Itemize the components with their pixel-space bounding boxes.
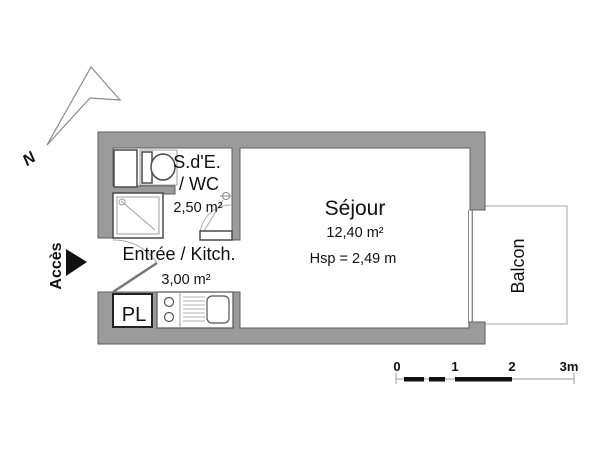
north-arrow-icon	[46, 65, 122, 146]
access-arrow-icon	[66, 249, 87, 276]
bathroom-cabinet	[113, 149, 138, 188]
toilet-bowl	[150, 153, 176, 181]
closet-label: PL	[122, 304, 146, 326]
living-room-label: Séjour	[325, 197, 386, 220]
access-marker: Accès	[48, 242, 87, 290]
scale-dash-1	[404, 377, 424, 382]
access-label: Accès	[48, 242, 65, 289]
bathroom-door	[199, 192, 233, 241]
scale-bar: 0 1 2 3m	[393, 359, 578, 384]
north-label: N	[20, 149, 40, 170]
entrance-door-leaf	[112, 261, 158, 294]
scale-label-2: 2	[508, 359, 515, 374]
scale-dash-2	[429, 377, 445, 382]
bathroom-area: 2,50 m²	[173, 200, 222, 216]
living-room-area: 12,40 m²	[326, 225, 383, 241]
wall-lower-assembly	[97, 291, 486, 345]
entrance-door-swing	[112, 239, 158, 264]
shower-drain	[118, 198, 126, 206]
drainer-lines	[183, 296, 205, 322]
balcony-window	[468, 210, 473, 323]
sink	[206, 295, 230, 324]
scale-label-1: 1	[451, 359, 458, 374]
shower-diagonal	[120, 200, 156, 231]
scale-label-0: 0	[393, 359, 400, 374]
bathroom-door-panel	[199, 230, 233, 241]
burner-icon-2	[163, 311, 175, 323]
bathroom-door-open-leaf	[200, 199, 224, 237]
bathroom-label-line1: S.d'E.	[173, 152, 220, 172]
entrance-door	[112, 239, 158, 294]
closet-box	[112, 293, 153, 328]
toilet-outline	[139, 149, 178, 186]
scale-solid-segment	[455, 377, 512, 382]
balcony-outline	[471, 205, 568, 325]
bathroom-label-line2: / WC	[179, 174, 219, 194]
entry-kitchen-area: 3,00 m²	[161, 272, 210, 288]
kitchenette	[156, 291, 234, 329]
burner-icon-1	[163, 296, 175, 308]
scale-label-3m: 3m	[560, 359, 579, 374]
shower	[112, 192, 164, 239]
living-room-ceiling-height: Hsp = 2,49 m	[310, 251, 397, 267]
balcony-label: Balcon	[508, 238, 528, 293]
shower-tray-inner	[116, 196, 160, 235]
toilet	[139, 149, 178, 186]
entry-kitchen-label: Entrée / Kitch.	[122, 244, 235, 264]
